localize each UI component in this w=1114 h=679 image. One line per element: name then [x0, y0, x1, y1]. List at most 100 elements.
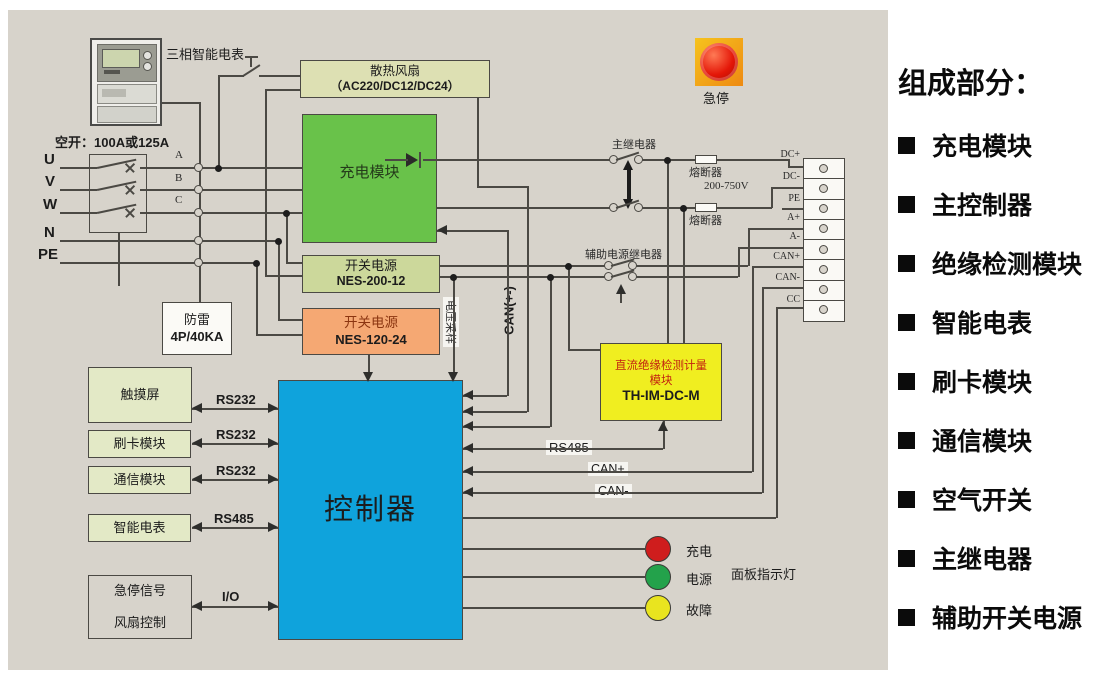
- terminal-screw-icon: [819, 163, 828, 173]
- arrowhead-icon: [463, 443, 473, 453]
- legend-item: 充电模块: [898, 127, 1112, 163]
- wire-v: [752, 266, 754, 472]
- legend-item: 主控制器: [898, 186, 1112, 222]
- wire-v: [667, 159, 669, 343]
- legend-item: 通信模块: [898, 422, 1112, 458]
- wire-h: [738, 247, 803, 249]
- charger-module-box: 充电模块: [302, 114, 437, 243]
- legend-item: 辅助开关电源: [898, 599, 1112, 635]
- wire-h: [140, 189, 302, 191]
- arrowhead-icon: [658, 421, 668, 431]
- wire-v: [477, 97, 479, 187]
- phase-label-w: W: [43, 196, 58, 213]
- relay-actuator-link: [627, 168, 631, 200]
- wire-h: [463, 607, 646, 609]
- relay-actuator-up-arrow: [623, 160, 633, 170]
- wire-h: [463, 448, 663, 450]
- fan-control-label: 风扇控制: [113, 614, 166, 630]
- wire-h: [278, 319, 302, 321]
- junction-dot: [564, 262, 572, 270]
- touchscreen-box: 触摸屏: [88, 367, 192, 423]
- diode-bar: [419, 152, 421, 168]
- link-label-rs232-1: RS232: [216, 392, 256, 407]
- arrowhead-icon: [448, 372, 458, 382]
- square-bullet-icon: [898, 313, 915, 331]
- meter-bottom-panel: [97, 106, 157, 123]
- junction-dot: [282, 209, 290, 217]
- wire-h: [60, 212, 97, 214]
- led-charge-label: 充电: [686, 544, 713, 559]
- wire-v: [118, 233, 120, 286]
- arrowhead-icon: [268, 403, 278, 413]
- wire-v: [218, 75, 220, 168]
- meter-caption: 三相智能电表: [166, 47, 245, 62]
- terminal-screw-icon: [819, 224, 828, 234]
- wire-h: [635, 276, 738, 278]
- wire-h: [218, 75, 244, 77]
- touchscreen-label: 触摸屏: [120, 386, 160, 402]
- meter-lcd: [102, 49, 140, 68]
- main-relay-label: 主继电器: [612, 139, 656, 151]
- can-plus-line-label: CAN+: [588, 462, 628, 476]
- contact-circle-icon: [628, 272, 637, 281]
- arrowhead-icon: [437, 225, 447, 235]
- controller-label: 控制器: [323, 493, 417, 526]
- led-charge-icon: [645, 536, 671, 562]
- terminal-row: [804, 179, 844, 200]
- terminal-row: [804, 159, 844, 180]
- arrowhead-icon: [192, 403, 202, 413]
- wire-v: [368, 355, 370, 373]
- wire-v: [683, 207, 685, 343]
- insulation-title-1: 直流绝缘检测计量: [615, 360, 707, 373]
- arrowhead-icon: [463, 421, 473, 431]
- arrowhead-icon: [463, 390, 473, 400]
- arrowhead-icon: [463, 466, 473, 476]
- insulation-model: TH-IM-DC-M: [622, 387, 700, 403]
- wire-v: [550, 277, 552, 427]
- insulation-module-box: 直流绝缘检测计量 模块 TH-IM-DC-M: [600, 343, 722, 421]
- psu2-model: NES-120-24: [335, 331, 407, 347]
- wire-h: [192, 479, 278, 481]
- link-label-rs232-2: RS232: [216, 427, 256, 442]
- terminal-row: [804, 240, 844, 261]
- arrowhead-icon: [268, 522, 278, 532]
- wire-h: [463, 395, 507, 397]
- phase-out-label-c: C: [175, 194, 183, 206]
- card-reader-label: 刷卡模块: [113, 435, 166, 451]
- contact-circle-icon: [634, 203, 643, 212]
- emergency-stop-button: [695, 38, 743, 86]
- fan-box-subtitle: （AC220/DC12/DC24）: [330, 79, 460, 94]
- wire-h: [762, 287, 803, 289]
- arrowhead-icon: [192, 438, 202, 448]
- phase-label-pe: PE: [38, 246, 59, 263]
- three-phase-meter-image: [90, 38, 162, 126]
- lightning-title: 防雷: [183, 312, 210, 328]
- square-bullet-icon: [898, 195, 915, 213]
- breaker-caption: 空开：100A或125A: [55, 135, 170, 150]
- wire-h: [192, 527, 278, 529]
- wire-h: [477, 186, 528, 188]
- wire-h: [437, 159, 613, 161]
- contact-x-icon: [125, 163, 135, 173]
- psu1-box: 开关电源 NES-200-12: [302, 255, 440, 293]
- fuse-range-label: 200-750V: [704, 180, 749, 192]
- wire-h: [771, 187, 803, 189]
- wire-v: [507, 230, 509, 396]
- wire-h: [265, 89, 300, 91]
- arrowhead-icon: [192, 522, 202, 532]
- link-label-rs232-3: RS232: [216, 463, 256, 478]
- led-power-icon: [645, 564, 671, 590]
- wire-v: [771, 187, 773, 208]
- wire-v: [762, 287, 764, 493]
- comm-module-label: 通信模块: [113, 471, 166, 487]
- panel-lights-label: 面板指示灯: [731, 567, 797, 582]
- terminal-row: [804, 301, 844, 321]
- wire-h: [192, 408, 278, 410]
- wire-h: [440, 265, 608, 267]
- voltage-sample-label: 电压采样: [443, 297, 459, 347]
- junction-dot: [214, 164, 222, 172]
- psu1-model: NES-200-12: [336, 274, 406, 289]
- legend: 组成部分： 充电模块 主控制器 绝缘检测模块 智能电表 刷卡模块 通信模块 空气…: [898, 60, 1112, 635]
- legend-item: 绝缘检测模块: [898, 245, 1112, 281]
- link-label-io: I/O: [222, 589, 240, 604]
